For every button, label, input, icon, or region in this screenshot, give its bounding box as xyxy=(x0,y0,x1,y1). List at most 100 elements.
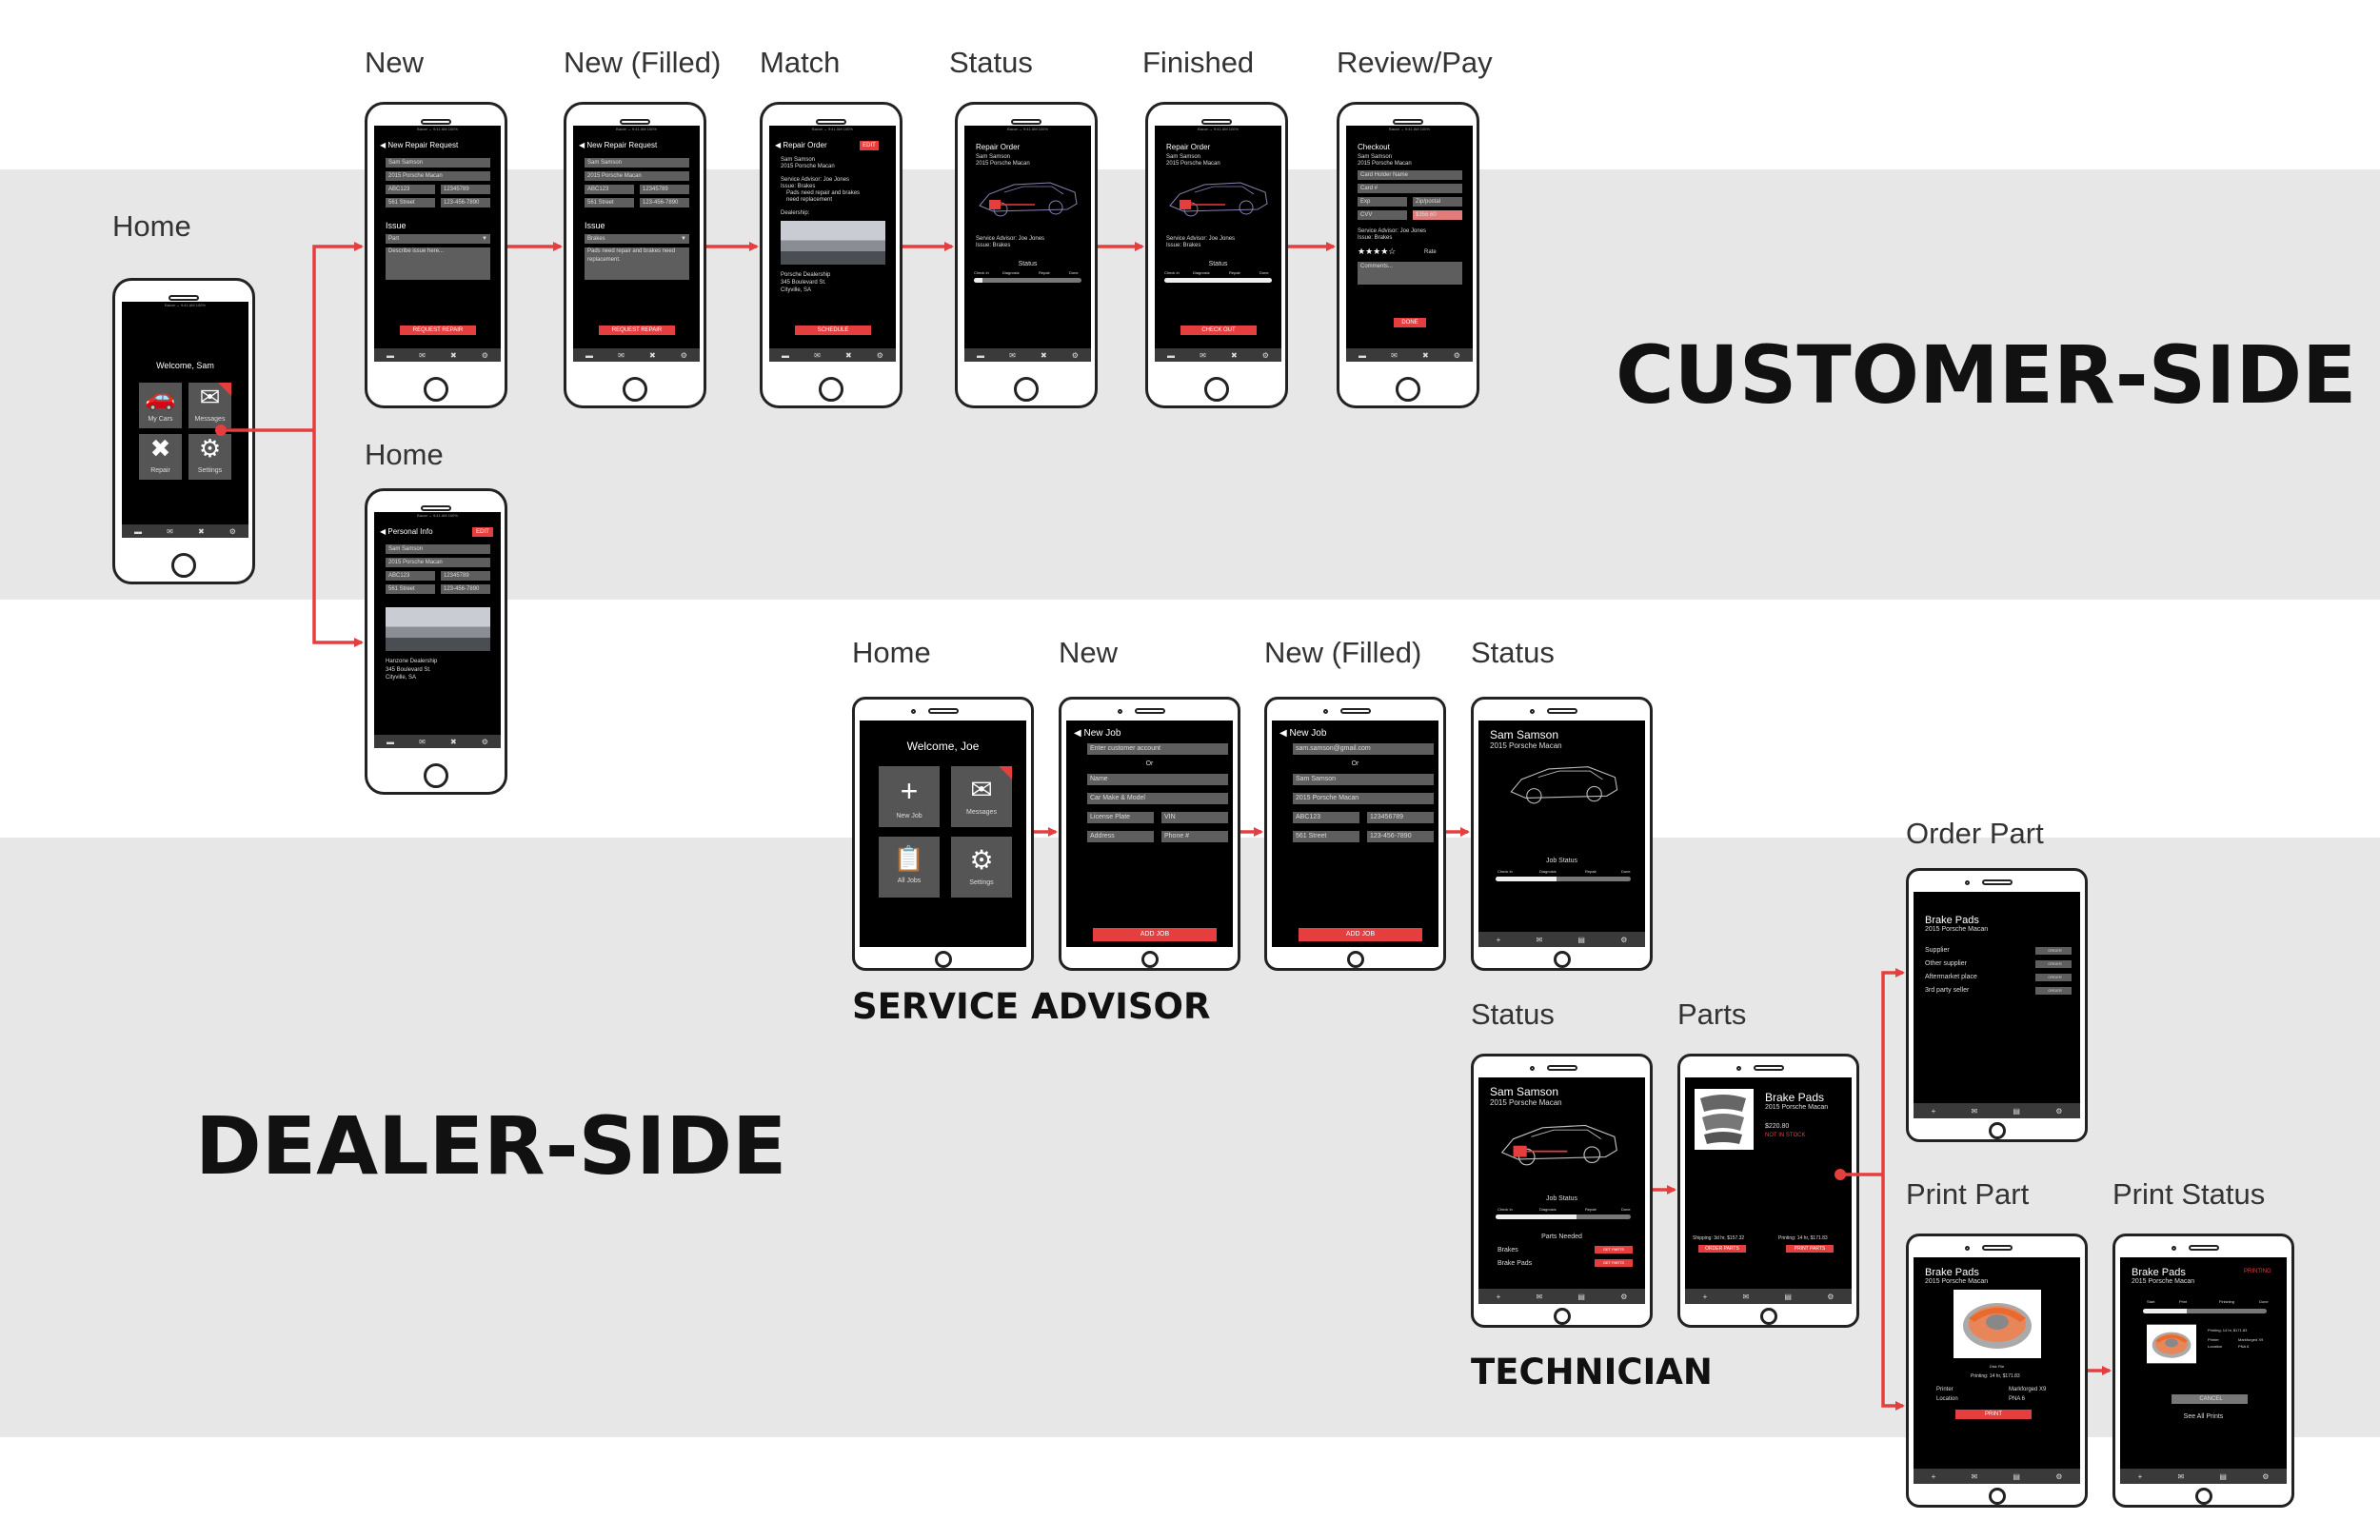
plus-icon[interactable]: + xyxy=(1931,1106,1936,1116)
get-parts-button[interactable]: GET PARTS xyxy=(1595,1246,1633,1254)
edit-button[interactable]: EDIT xyxy=(860,141,879,150)
tab-bar[interactable]: +✉▤⚙ xyxy=(1914,1103,2080,1118)
request-repair-button[interactable]: REQUEST REPAIR xyxy=(400,326,476,335)
tab-bar[interactable]: ▬✉✖⚙ xyxy=(964,348,1091,362)
issue-description[interactable]: Pads need repair and brakes need replace… xyxy=(585,247,689,280)
clipboard-icon[interactable]: ▤ xyxy=(2013,1471,2020,1481)
tab-bar[interactable]: + ✉ ▤ ⚙ xyxy=(1478,932,1645,947)
car-field[interactable]: 2015 Porsche Macan xyxy=(1293,793,1434,804)
gear-icon[interactable]: ⚙ xyxy=(1620,935,1628,944)
mail-icon[interactable]: ✉ xyxy=(814,350,821,360)
phone-field[interactable]: 123-456-7890 xyxy=(1367,831,1434,842)
gear-icon[interactable]: ⚙ xyxy=(876,350,883,360)
add-job-button[interactable]: ADD JOB xyxy=(1299,928,1422,941)
address-field[interactable]: Address xyxy=(1087,831,1154,842)
field-plate[interactable]: ABC123 xyxy=(386,185,435,194)
expiry-field[interactable]: Exp xyxy=(1358,197,1407,207)
tab-bar[interactable]: ▬ ✉ ✖ ⚙ xyxy=(1346,348,1473,362)
mail-icon[interactable]: ✉ xyxy=(1971,1106,1978,1116)
tile-messages[interactable]: ✉Messages xyxy=(188,383,231,428)
car-icon[interactable]: ▬ xyxy=(977,350,985,360)
mail-icon[interactable]: ✉ xyxy=(1009,350,1016,360)
gear-icon[interactable]: ⚙ xyxy=(2262,1471,2270,1481)
field-name[interactable]: Sam Samson xyxy=(585,158,689,168)
vin-field[interactable]: 123456789 xyxy=(1367,812,1434,823)
tools-icon[interactable]: ✖ xyxy=(197,526,205,536)
clipboard-icon[interactable]: ▤ xyxy=(2013,1106,2020,1116)
get-parts-button[interactable]: GET PARTS xyxy=(1595,1259,1633,1267)
issue-select[interactable]: Brakes▼ xyxy=(585,234,689,244)
clipboard-icon[interactable]: ▤ xyxy=(1577,935,1585,944)
tab-bar[interactable]: +✉▤⚙ xyxy=(2120,1469,2287,1484)
schedule-button[interactable]: SCHEDULE xyxy=(795,326,871,335)
plate-field[interactable]: ABC123 xyxy=(1293,812,1359,823)
tile-my-cars[interactable]: 🚗My Cars xyxy=(139,383,182,428)
field-vin[interactable]: 12345789 xyxy=(640,185,689,194)
add-job-button[interactable]: ADD JOB xyxy=(1093,928,1217,941)
tile-new-job[interactable]: +New Job xyxy=(879,766,940,827)
tab-bar[interactable]: +✉▤⚙ xyxy=(1685,1289,1852,1304)
tile-settings[interactable]: ⚙Settings xyxy=(188,434,231,480)
order-button[interactable]: ORDER xyxy=(2035,960,2072,968)
mail-icon[interactable]: ✉ xyxy=(1200,350,1206,360)
card-number-field[interactable]: Card # xyxy=(1358,184,1462,193)
tab-bar[interactable]: ▬✉✖⚙ xyxy=(122,524,248,538)
car-icon[interactable]: ▬ xyxy=(387,737,395,746)
gear-icon[interactable]: ⚙ xyxy=(228,526,236,536)
tools-icon[interactable]: ✖ xyxy=(1040,350,1047,360)
tab-bar[interactable]: +✉▤⚙ xyxy=(1478,1289,1645,1304)
field-name[interactable]: Sam Samson xyxy=(386,544,490,554)
check-out-button[interactable]: CHECK OUT xyxy=(1180,326,1257,335)
gear-icon[interactable]: ⚙ xyxy=(1827,1292,1835,1301)
tile-settings[interactable]: ⚙Settings xyxy=(951,837,1012,898)
order-button[interactable]: ORDER xyxy=(2035,974,2072,981)
mail-icon[interactable]: ✉ xyxy=(419,737,426,746)
field-name[interactable]: Sam Samson xyxy=(386,158,490,168)
tools-icon[interactable]: ✖ xyxy=(1421,350,1429,360)
tab-bar[interactable]: ▬✉✖⚙ xyxy=(374,735,501,748)
card-holder-field[interactable]: Card Holder Name xyxy=(1358,170,1462,180)
clipboard-icon[interactable]: ▤ xyxy=(2219,1471,2227,1481)
field-phone[interactable]: 123-456-7890 xyxy=(640,198,689,207)
done-button[interactable]: DONE xyxy=(1394,318,1426,327)
tab-bar[interactable]: ▬✉✖⚙ xyxy=(1155,348,1281,362)
tile-messages[interactable]: ✉Messages xyxy=(951,766,1012,827)
car-icon[interactable]: ▬ xyxy=(134,526,143,536)
field-phone[interactable]: 123-456-7890 xyxy=(441,584,490,594)
field-vin[interactable]: 12345789 xyxy=(441,185,490,194)
tile-repair[interactable]: ✖Repair xyxy=(139,434,182,480)
tools-icon[interactable]: ✖ xyxy=(844,350,852,360)
field-car[interactable]: 2015 Porsche Macan xyxy=(585,171,689,181)
clipboard-icon[interactable]: ▤ xyxy=(1577,1292,1585,1301)
order-parts-button[interactable]: ORDER PARTS xyxy=(1698,1245,1746,1253)
issue-description[interactable]: Describe issue here... xyxy=(386,247,490,280)
mail-icon[interactable]: ✉ xyxy=(1742,1292,1750,1301)
gear-icon[interactable]: ⚙ xyxy=(1620,1292,1628,1301)
name-field[interactable]: Sam Samson xyxy=(1293,774,1434,785)
phone-field[interactable]: Phone # xyxy=(1161,831,1228,842)
zip-field[interactable]: Zip/postal xyxy=(1413,197,1462,207)
plus-icon[interactable]: + xyxy=(1931,1471,1936,1481)
tab-bar[interactable]: + ✉ ▤ ⚙ xyxy=(1914,1469,2080,1484)
comments-field[interactable]: Comments... xyxy=(1358,262,1462,285)
tab-bar[interactable]: ▬✉✖⚙ xyxy=(573,348,700,362)
mail-icon[interactable]: ✉ xyxy=(1391,350,1398,360)
mail-icon[interactable]: ✉ xyxy=(419,350,426,360)
mail-icon[interactable]: ✉ xyxy=(1536,935,1543,944)
gear-icon[interactable]: ⚙ xyxy=(1261,350,1269,360)
car-icon[interactable]: ▬ xyxy=(1359,350,1367,360)
plus-icon[interactable]: + xyxy=(1496,935,1501,944)
tools-icon[interactable]: ✖ xyxy=(449,350,457,360)
gear-icon[interactable]: ⚙ xyxy=(2055,1471,2063,1481)
mail-icon[interactable]: ✉ xyxy=(1971,1471,1978,1481)
issue-select[interactable]: Part▼ xyxy=(386,234,490,244)
plus-icon[interactable]: + xyxy=(2137,1471,2143,1481)
cvv-field[interactable]: CVV xyxy=(1358,210,1407,220)
field-plate[interactable]: ABC123 xyxy=(386,571,435,581)
field-car[interactable]: 2015 Porsche Macan xyxy=(386,558,490,567)
vin-field[interactable]: VIN xyxy=(1161,812,1228,823)
gear-icon[interactable]: ⚙ xyxy=(1453,350,1460,360)
tab-bar[interactable]: ▬✉✖⚙ xyxy=(769,348,896,362)
gear-icon[interactable]: ⚙ xyxy=(680,350,687,360)
edit-button[interactable]: EDIT xyxy=(472,527,493,537)
